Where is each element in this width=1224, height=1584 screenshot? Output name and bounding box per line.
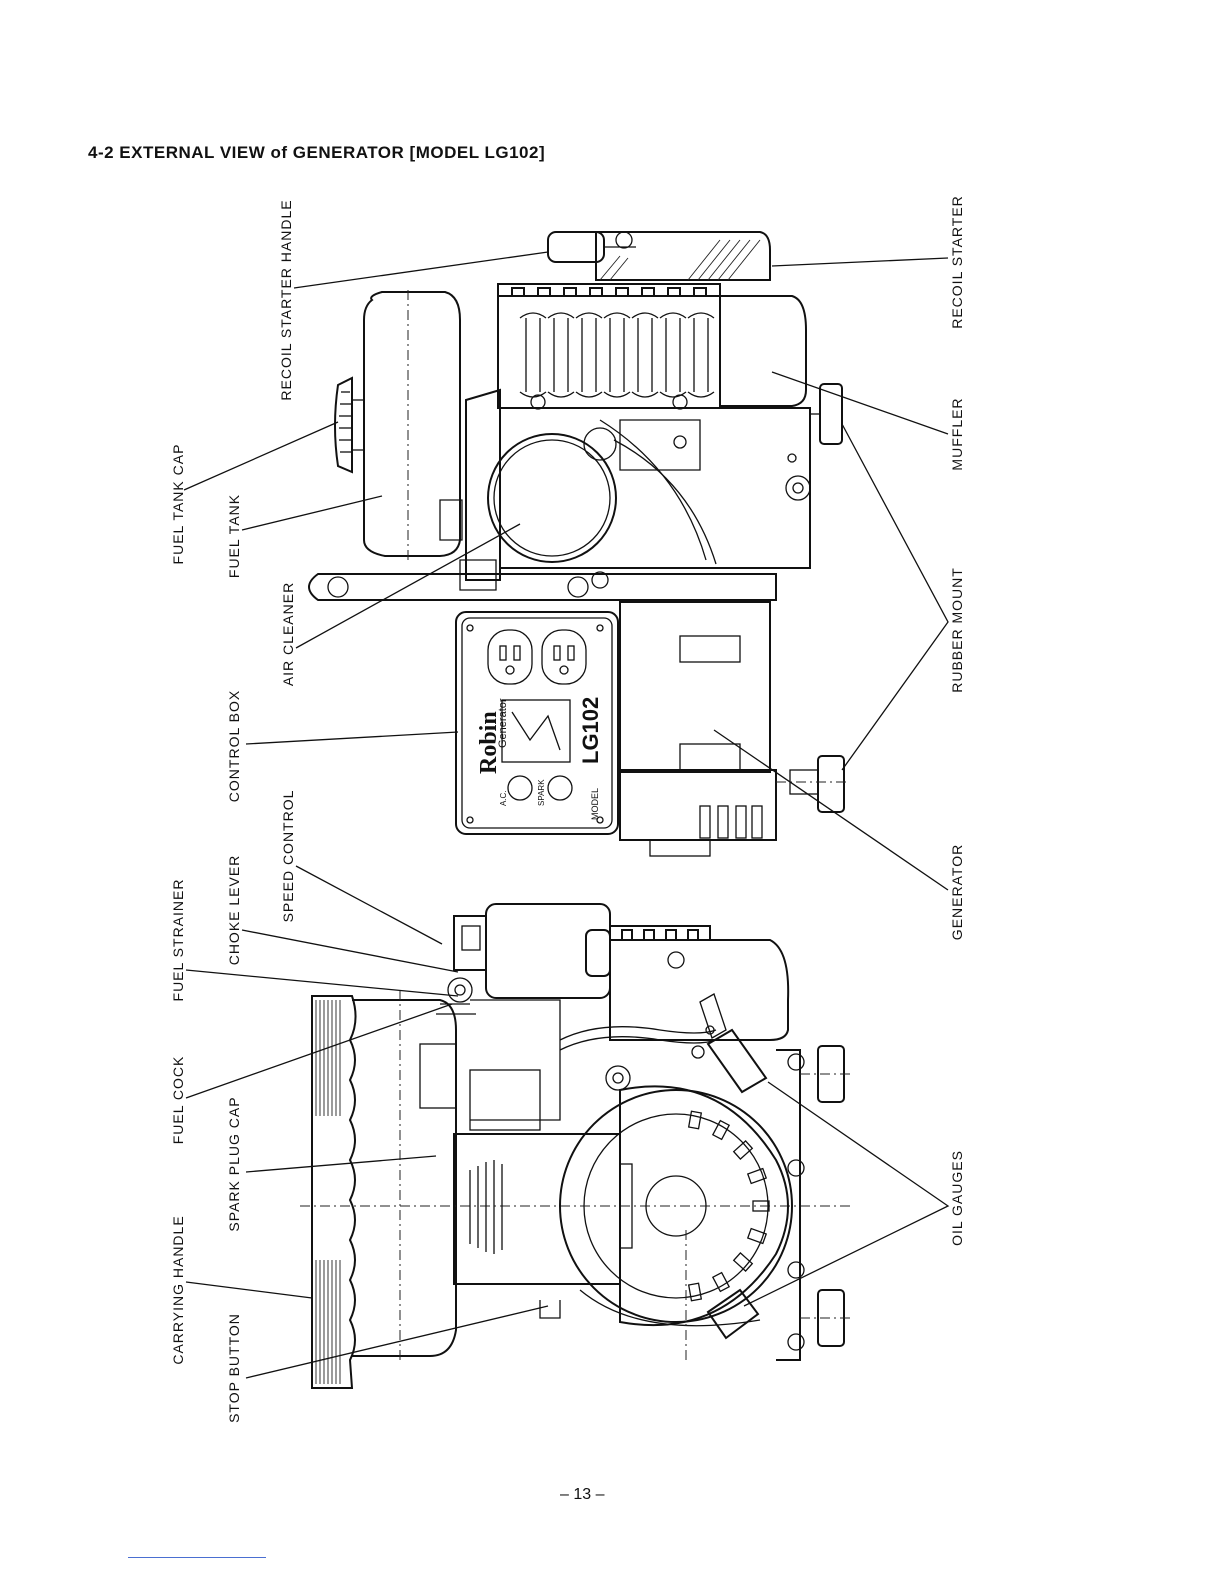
fuel-tank-shape <box>363 291 461 557</box>
oil-gauge-lower <box>706 1288 760 1340</box>
panel-model-prefix: MODEL <box>590 788 600 820</box>
receptacles <box>487 629 587 685</box>
section-heading: 4-2 EXTERNAL VIEW of GENERATOR [MODEL LG… <box>88 143 546 162</box>
panel-model-text: LG102 <box>578 697 603 764</box>
label-fuel-tank: FUEL TANK <box>226 493 242 579</box>
oil-gauge-upper <box>706 1028 768 1094</box>
label-air-cleaner: AIR CLEANER <box>280 581 296 687</box>
handle-grip-lines <box>315 1000 341 1384</box>
footer-rule <box>128 1557 266 1558</box>
label-recoil-starter: RECOIL STARTER <box>949 195 965 329</box>
air-cleaner-shape <box>487 433 617 563</box>
label-choke-lever: CHOKE LEVER <box>226 854 242 966</box>
flywheel-shape <box>559 1089 793 1323</box>
panel-ac-text: A.C. <box>499 790 508 806</box>
label-recoil-starter-handle: RECOIL STARTER HANDLE <box>278 199 294 401</box>
fuel-tank-cap-shape <box>334 376 353 474</box>
label-fuel-cock: FUEL COCK <box>170 1055 186 1145</box>
flywheel-vents <box>687 1110 770 1302</box>
cylinder-fins <box>519 312 715 398</box>
page-number: – 13 – <box>560 1486 605 1503</box>
muffler-shape <box>719 295 807 407</box>
label-fuel-tank-cap: FUEL TANK CAP <box>170 443 186 565</box>
carrying-handle-shape <box>311 995 357 1389</box>
panel-spark-text: SPARK <box>537 779 546 806</box>
label-spark-plug-cap: SPARK PLUG CAP <box>226 1096 242 1232</box>
label-speed-control: SPEED CONTROL <box>280 789 296 923</box>
leader-lines <box>183 251 950 1379</box>
control-box-shape <box>455 611 619 835</box>
panel-brand-text: Robin <box>476 711 502 774</box>
label-muffler: MUFFLER <box>949 397 965 471</box>
panel-sub-text: Generator <box>497 698 509 748</box>
label-rubber-mount: RUBBER MOUNT <box>949 567 965 693</box>
label-generator: GENERATOR <box>949 843 965 941</box>
label-control-box: CONTROL BOX <box>226 689 242 803</box>
label-stop-button: STOP BUTTON <box>226 1313 242 1423</box>
label-carrying-handle: CARRYING HANDLE <box>170 1215 186 1365</box>
label-oil-gauges: OIL GAUGES <box>949 1150 965 1246</box>
label-fuel-strainer: FUEL STRAINER <box>170 878 186 1002</box>
